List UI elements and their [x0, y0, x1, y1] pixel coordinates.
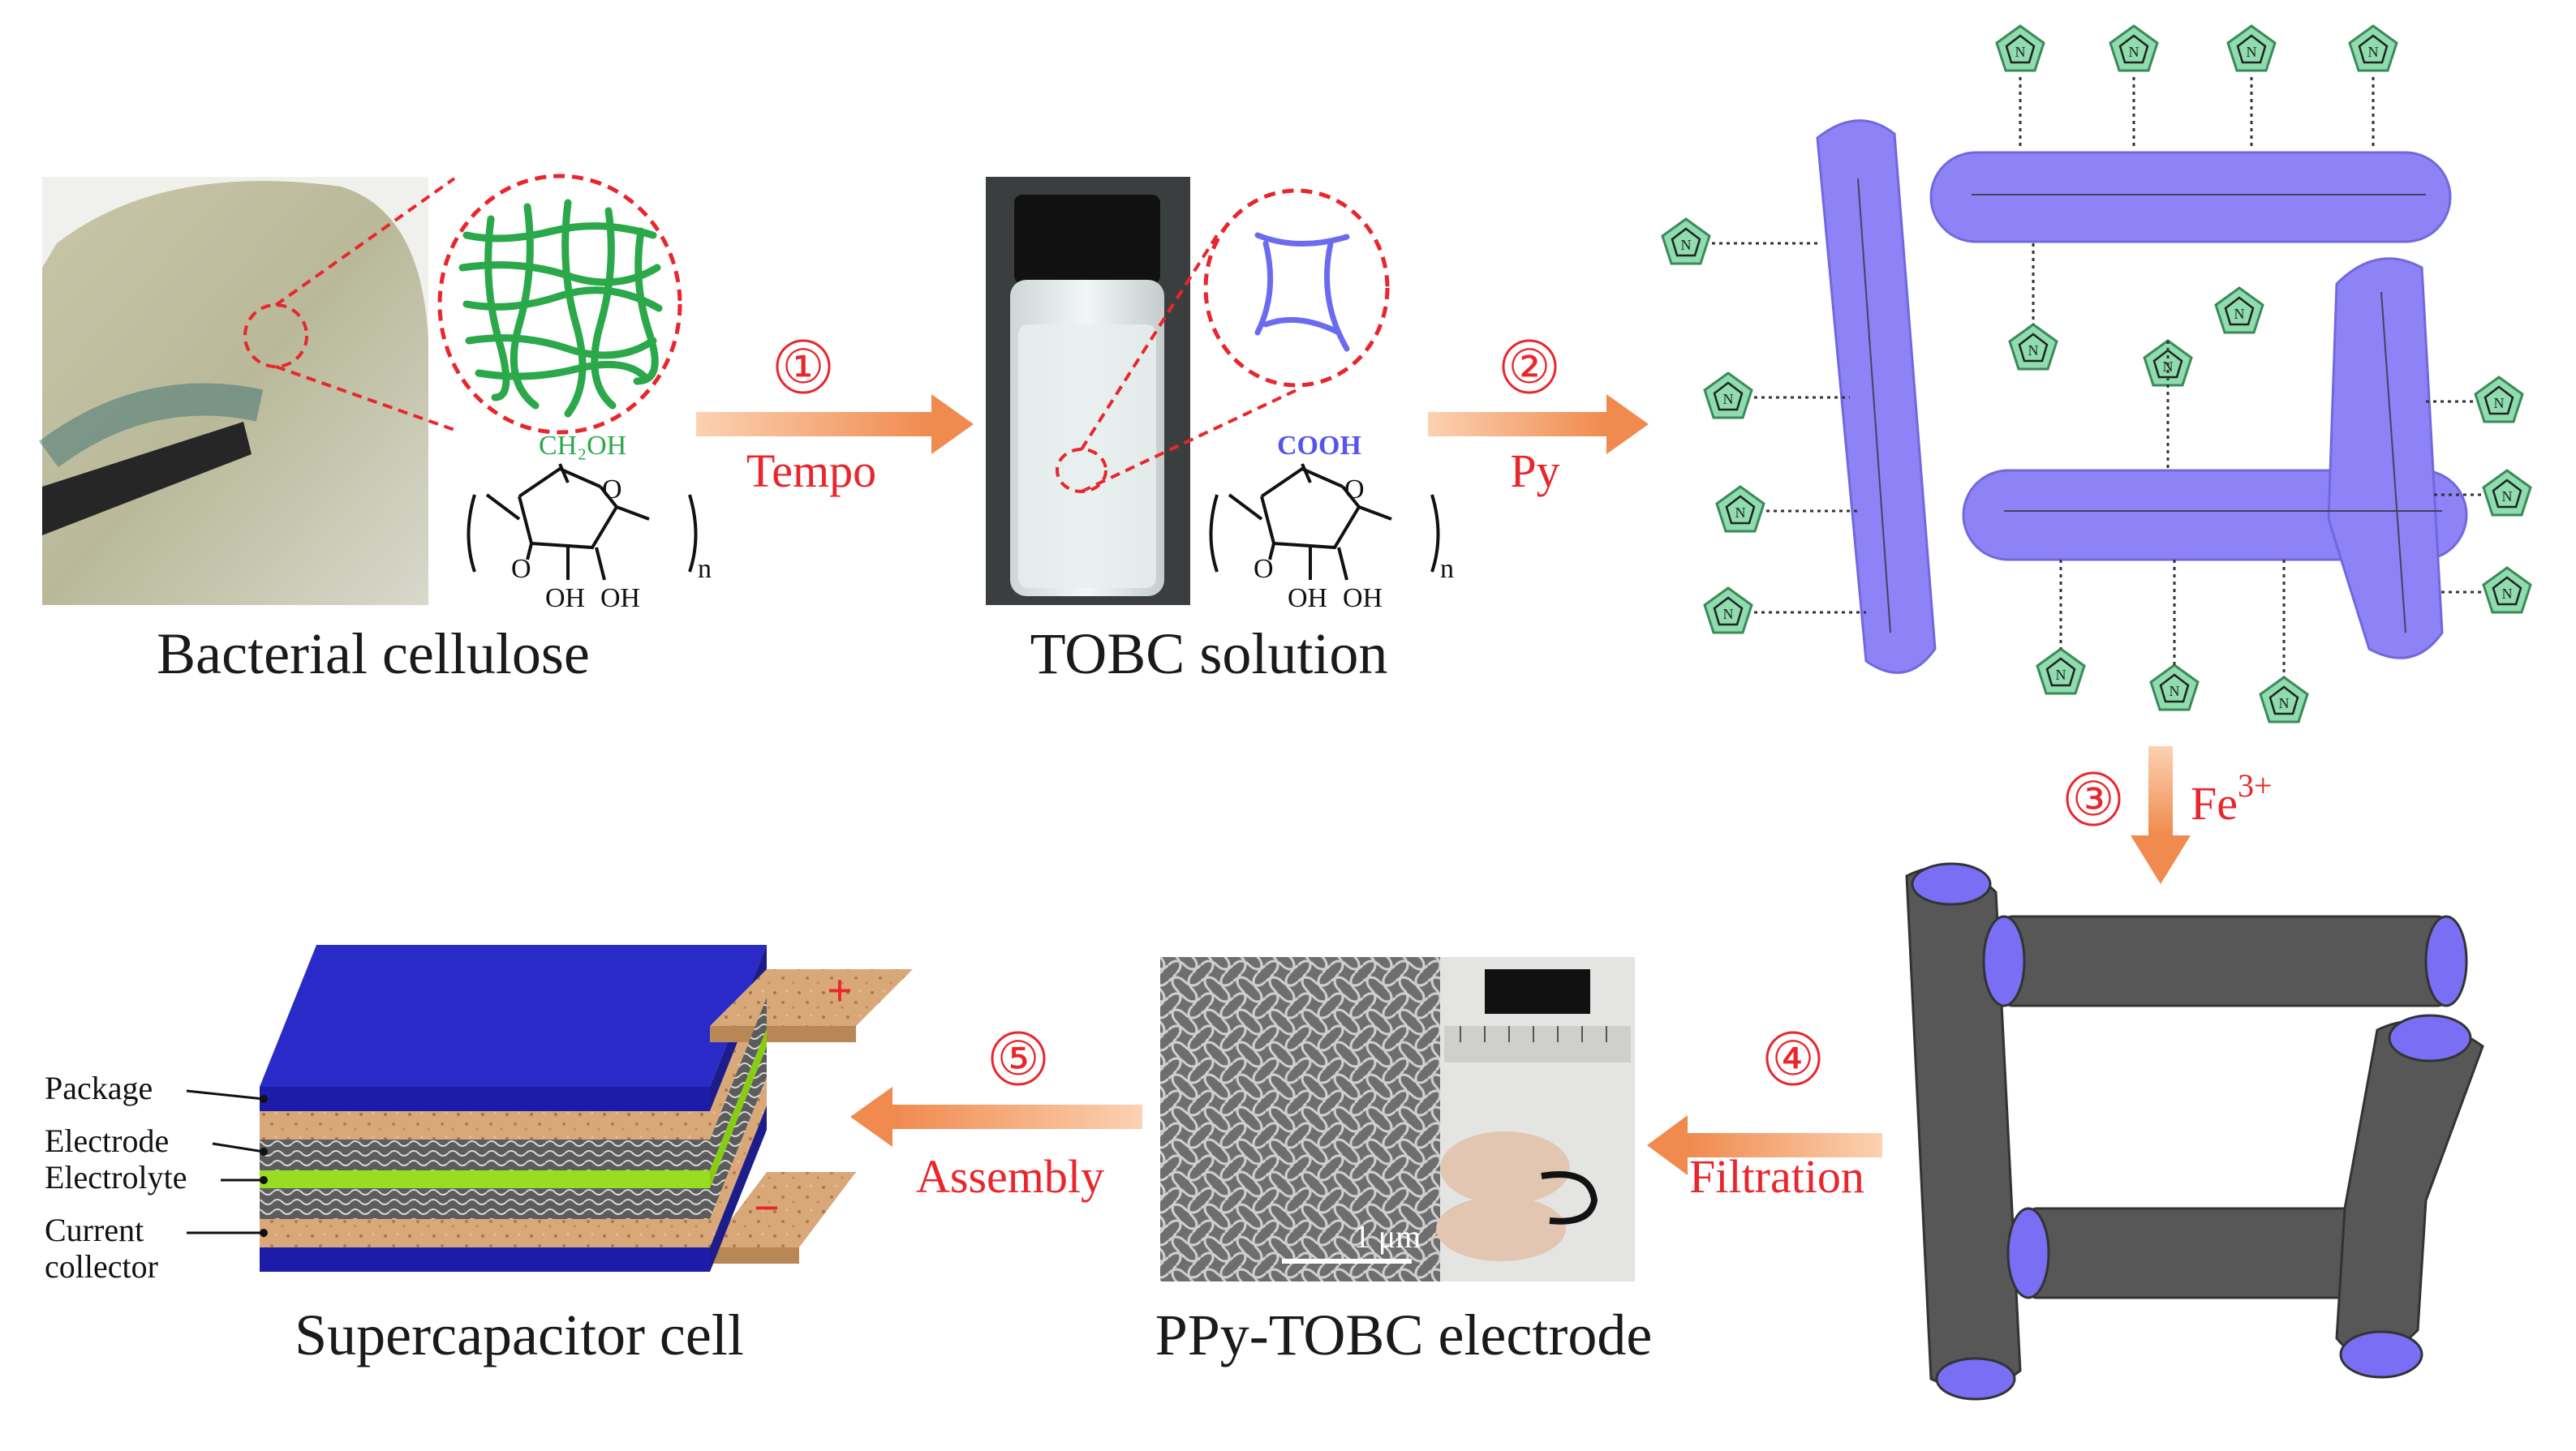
caption-supercapacitor-cell: Supercapacitor cell — [295, 1303, 744, 1367]
tobc-vial-photo — [986, 177, 1190, 605]
ring-oxygen-2: O — [1344, 474, 1365, 504]
glycosidic-oxygen-2: O — [1254, 554, 1274, 584]
step4-label: Filtration — [1689, 1150, 1864, 1203]
positive-tab — [710, 969, 913, 1026]
label-electrolyte: Electrolyte — [45, 1159, 187, 1196]
oh-label-1: OH — [545, 583, 585, 613]
minus-terminal-mark: − — [754, 1183, 780, 1234]
step1-arrow: ① Tempo — [696, 339, 974, 497]
label-current: Current — [45, 1212, 144, 1248]
oh-label-3: OH — [1288, 583, 1327, 613]
bacterial-cellulose-photo — [39, 177, 428, 606]
cellulose-fiber-zoom — [243, 174, 682, 435]
step1-number: ① — [782, 341, 824, 393]
plus-terminal-mark: + — [827, 966, 853, 1016]
step3-label: Fe3+ — [2191, 767, 2273, 830]
step4-arrow: ④ Filtration — [1647, 1031, 1882, 1203]
step2-label: Py — [1510, 444, 1559, 497]
step5-label: Assembly — [916, 1150, 1104, 1203]
negative-tab — [710, 1172, 856, 1247]
caption-tobc-solution: TOBC solution — [1030, 621, 1388, 686]
oh-label-4: OH — [1343, 583, 1383, 613]
scale-bar-label: 1 μm — [1354, 1218, 1421, 1255]
step3-number: ③ — [2072, 773, 2114, 826]
repeat-n: n — [698, 554, 712, 584]
oh-label-2: OH — [600, 583, 640, 613]
cellulose-structure: CH₂OH O O OH OH n — [467, 431, 712, 613]
ring-oxygen: O — [602, 474, 622, 504]
tobc-structure: COOH O O OH OH n — [1209, 431, 1454, 613]
step2-arrow: ② Py — [1428, 339, 1649, 497]
cooh-label: COOH — [1277, 431, 1361, 461]
step3-arrow: ③ Fe3+ — [2066, 746, 2273, 884]
layer-labels: Package Electrode Electrolyte Current co… — [45, 1070, 268, 1285]
ppy-coated-fibers — [1905, 862, 2484, 1401]
tobc-fiber-zoom — [1056, 188, 1390, 493]
electrode-photo — [1436, 957, 1635, 1281]
label-package: Package — [45, 1070, 153, 1106]
sem-image: 1 μm — [1160, 957, 1440, 1281]
supercapacitor-stack: + − — [260, 945, 913, 1272]
step1-label: Tempo — [746, 444, 876, 497]
step5-arrow: ⑤ Assembly — [850, 1031, 1142, 1203]
caption-bacterial-cellulose: Bacterial cellulose — [157, 621, 590, 686]
label-collector: collector — [45, 1248, 158, 1285]
step4-number: ④ — [1772, 1032, 1814, 1085]
label-electrode: Electrode — [45, 1123, 169, 1159]
caption-ppy-tobc-electrode: PPy-TOBC electrode — [1155, 1303, 1653, 1367]
repeat-n-2: n — [1440, 554, 1454, 584]
glycosidic-oxygen: O — [511, 554, 531, 584]
ch2oh-label: CH₂OH — [539, 431, 626, 461]
step5-number: ⑤ — [997, 1032, 1039, 1085]
py-tobc-complex — [1661, 24, 2532, 723]
step2-number: ② — [1508, 341, 1550, 393]
